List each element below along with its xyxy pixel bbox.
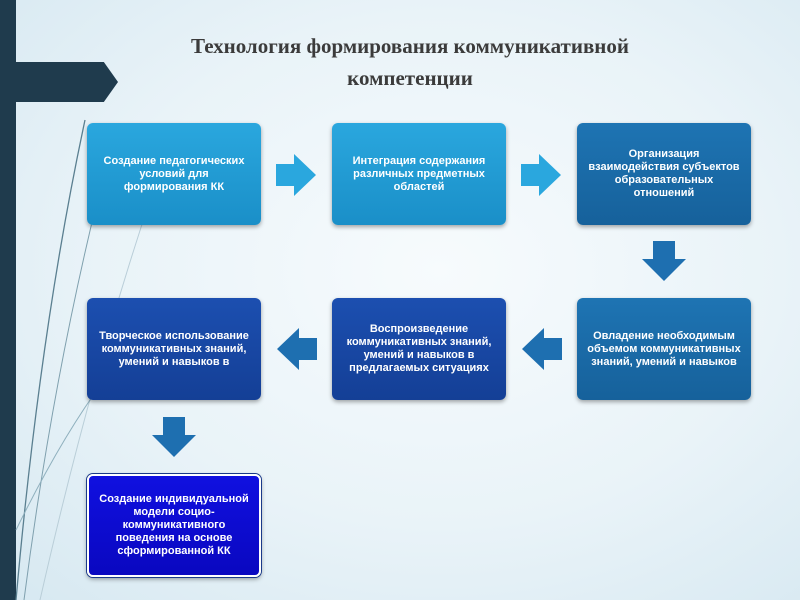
step-3-text: Организация взаимодействия субъектов обр… bbox=[588, 148, 740, 199]
step-1-box: Создание педагогических условий для форм… bbox=[87, 123, 261, 225]
step-2-text: Интеграция содержания различных предметн… bbox=[352, 154, 486, 193]
step-5-box: Воспроизведение коммуникативных знаний, … bbox=[332, 298, 506, 400]
arrow-left-2 bbox=[277, 328, 317, 370]
left-decor-strip bbox=[0, 0, 16, 600]
title-arrow-bar bbox=[0, 62, 118, 102]
step-4-text: Овладение необходимым объемом коммуникат… bbox=[587, 329, 741, 368]
step-6-text: Творческое использование коммуникативных… bbox=[99, 329, 249, 368]
step-7-text: Создание индивидуальной модели социо-ком… bbox=[99, 493, 249, 557]
arrow-down-2 bbox=[152, 417, 196, 457]
arrow-right-2 bbox=[521, 154, 561, 196]
step-5-text: Воспроизведение коммуникативных знаний, … bbox=[346, 323, 492, 374]
step-7-box: Создание индивидуальной модели социо-ком… bbox=[87, 474, 261, 577]
arrow-down-1 bbox=[642, 241, 686, 281]
step-1-text: Создание педагогических условий для форм… bbox=[103, 154, 245, 193]
arrow-left-1 bbox=[522, 328, 562, 370]
step-2-box: Интеграция содержания различных предметн… bbox=[332, 123, 506, 225]
page-title: Технология формирования коммуникативной … bbox=[191, 34, 629, 90]
step-4-box: Овладение необходимым объемом коммуникат… bbox=[577, 298, 751, 400]
arrow-right-1 bbox=[276, 154, 316, 196]
step-3-box: Организация взаимодействия субъектов обр… bbox=[577, 123, 751, 225]
step-6-box: Творческое использование коммуникативных… bbox=[87, 298, 261, 400]
